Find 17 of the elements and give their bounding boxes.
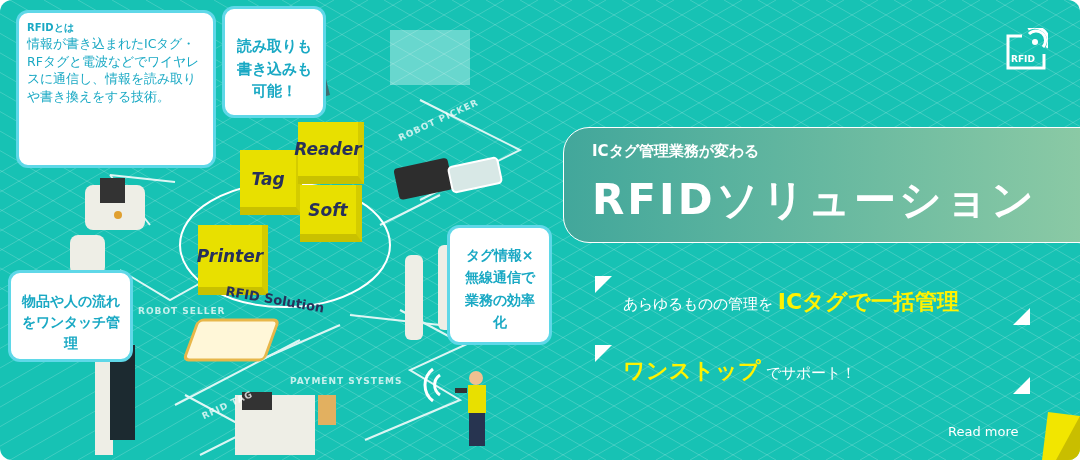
puzzle-piece: Soft [300, 185, 362, 242]
floor-label: PAYMENT SYSTEMS [290, 376, 403, 386]
bubble-text: 情報が書き込まれたICタグ・RFタグと電波などでワイヤレスに通信し、情報を読み取りや書き換えをする技術。 [27, 35, 200, 105]
main-title: RFIDソリューション [592, 174, 1037, 226]
read-more-link: Read more [948, 424, 1019, 439]
tagline: ワンストップ でサポート！ [623, 357, 856, 385]
speech-bubble: 読み取りも書き込みも可能！ [222, 6, 326, 118]
caption-text: RFID Solution [224, 283, 326, 316]
speech-bubble: タグ情報×無線通信で業務の効率化 [447, 225, 552, 345]
icon-label: RFID [1011, 54, 1035, 64]
bubble-heading: RFIDとは [27, 21, 75, 35]
speech-bubble: 物品や人の流れをワンタッチ管理 [8, 270, 133, 362]
tagline: あらゆるものの管理を ICタグで一括管理 [623, 288, 960, 316]
title-banner [563, 127, 1080, 243]
speech-bubble [16, 10, 216, 168]
subtitle: ICタグ管理業務が変わる [592, 142, 759, 161]
floor-label: ROBOT SELLER [138, 306, 226, 316]
